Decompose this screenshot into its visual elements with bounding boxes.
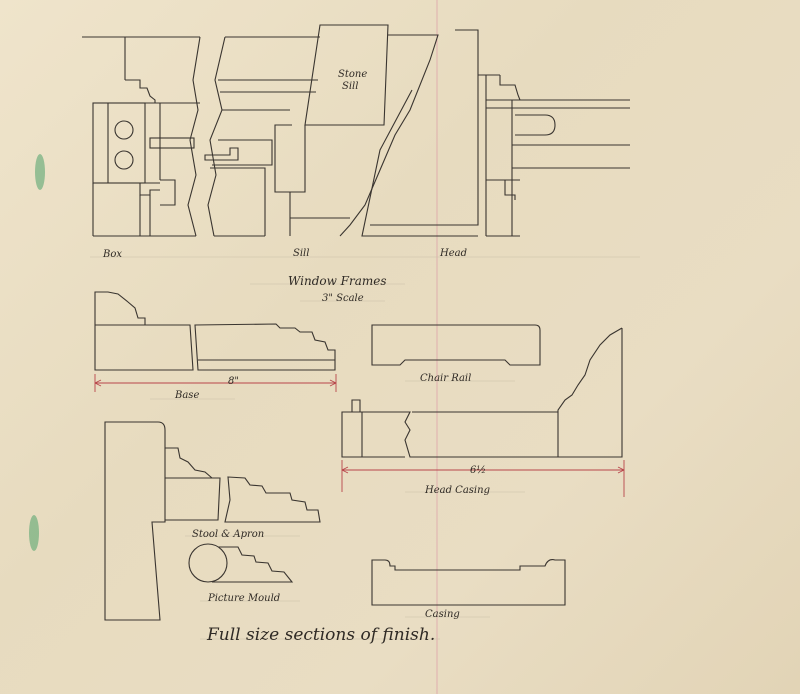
stone-sill-label-2: Sill bbox=[342, 81, 358, 92]
box-frame-section bbox=[82, 36, 201, 237]
head-frame-section bbox=[339, 29, 630, 237]
sill-frame-section bbox=[204, 24, 389, 237]
head-casing-section: 6½ Head Casing bbox=[341, 327, 625, 497]
window-frames-section: Stone Sill Box Sill Head Window Frames 3… bbox=[82, 24, 630, 304]
head-casing-dimension: 6½ bbox=[470, 465, 486, 476]
chair-rail-label: Chair Rail bbox=[420, 373, 471, 384]
scale-label: 3" Scale bbox=[322, 293, 364, 304]
stool-apron-section: Stool & Apron bbox=[104, 421, 321, 621]
stone-sill-label: Stone bbox=[338, 69, 367, 80]
picture-mould-section: Picture Mould bbox=[188, 543, 294, 604]
base-label: Base bbox=[174, 390, 199, 401]
head-label: Head bbox=[439, 248, 467, 259]
picture-mould-label: Picture Mould bbox=[207, 593, 280, 604]
sill-label: Sill bbox=[293, 248, 309, 259]
casing-section: Casing bbox=[371, 559, 566, 620]
casing-label: Casing bbox=[425, 609, 460, 620]
base-dimension: 8" bbox=[228, 376, 239, 387]
box-label: Box bbox=[102, 249, 122, 260]
drawing-title: Full size sections of finish. bbox=[206, 625, 435, 645]
head-casing-label: Head Casing bbox=[424, 485, 490, 496]
base-section: 8" Base bbox=[94, 291, 337, 401]
window-frames-title: Window Frames bbox=[288, 274, 387, 288]
label-guide-lines bbox=[90, 256, 640, 640]
tape-marks bbox=[29, 154, 45, 551]
stool-apron-label: Stool & Apron bbox=[192, 529, 264, 540]
chair-rail-section: Chair Rail bbox=[371, 324, 541, 384]
